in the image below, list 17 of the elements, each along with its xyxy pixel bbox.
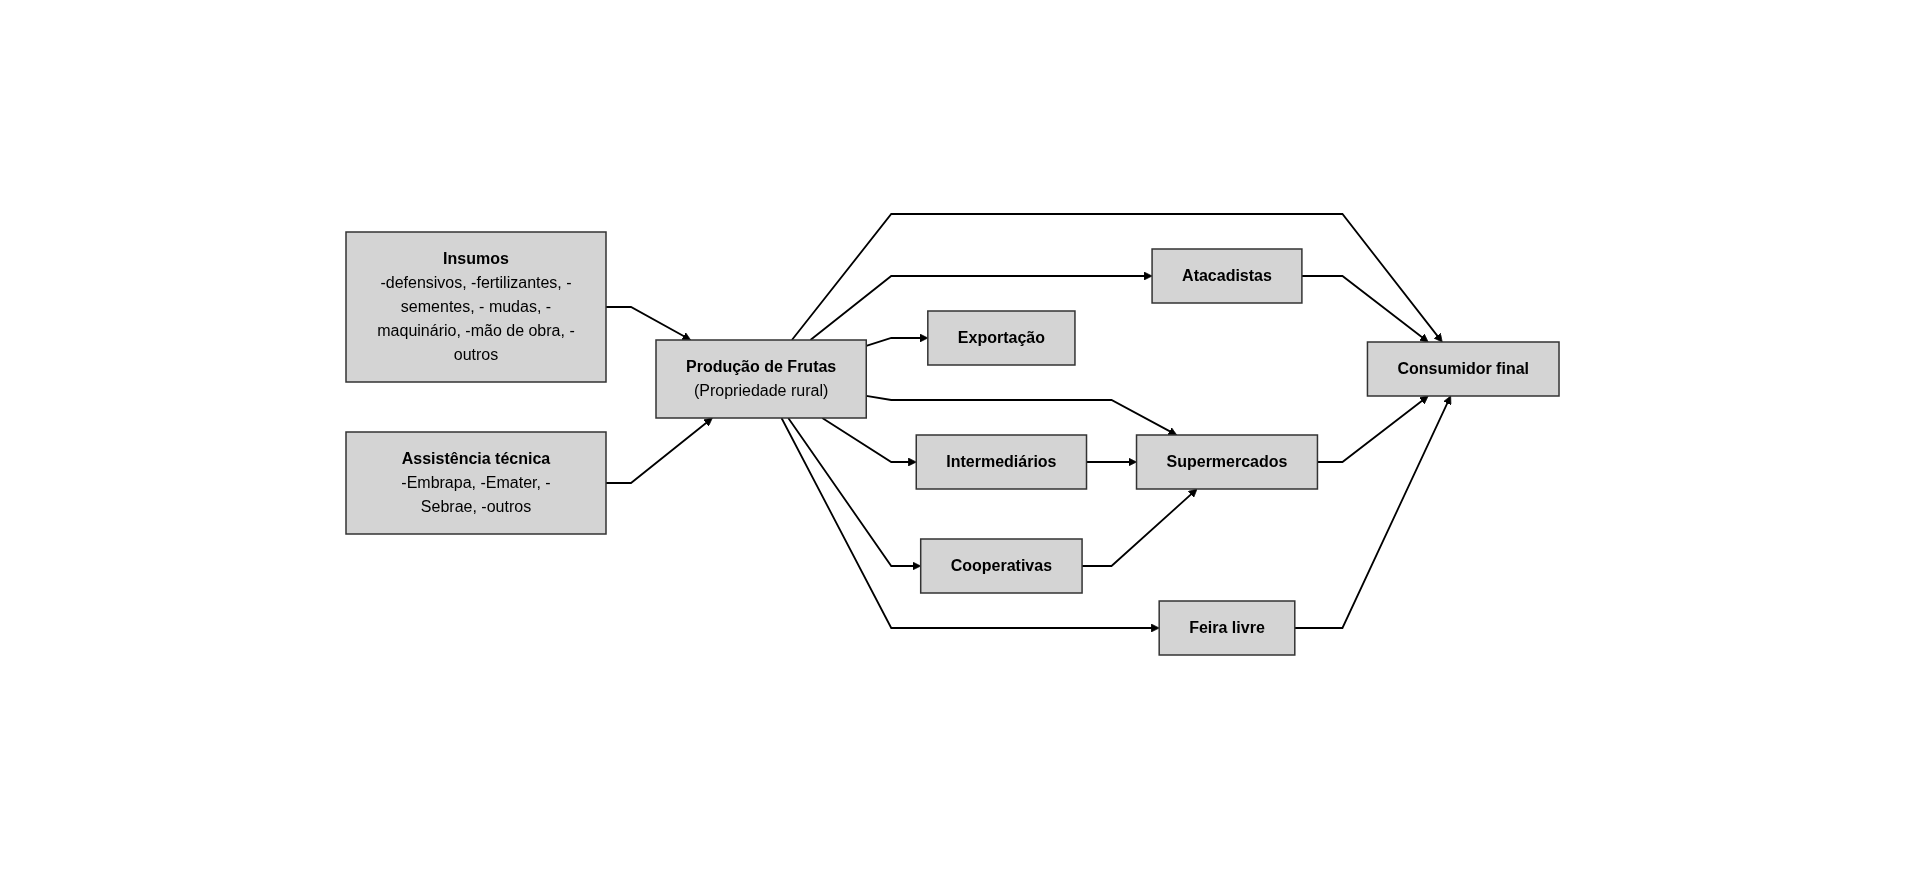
node-box: Consumidor final	[1366, 341, 1560, 397]
arrow	[780, 417, 1160, 633]
node-box: Assistência técnica -Embrapa, -Emater, -Sebrae, -outros	[345, 431, 607, 535]
arrow	[605, 306, 692, 341]
node-box: Atacadistas	[1151, 248, 1303, 304]
arrow	[605, 417, 713, 484]
arrow	[1301, 275, 1429, 343]
arrow	[809, 271, 1153, 341]
node-box: Intermediários	[915, 434, 1088, 490]
arrow	[790, 213, 1443, 343]
node-box: Exportação	[927, 310, 1076, 366]
arrow	[821, 417, 917, 467]
node-box: Produção de Frutas (Propriedade rural)	[655, 339, 867, 419]
node-box: Feira livre	[1158, 600, 1296, 656]
node-box: Insumos -defensivos, -fertilizantes, -sementes, - mudas, -maquinário, -mão de obra, -outros	[345, 231, 607, 383]
node-box: Supermercados	[1135, 434, 1319, 490]
node-box: Cooperativas	[919, 538, 1083, 594]
